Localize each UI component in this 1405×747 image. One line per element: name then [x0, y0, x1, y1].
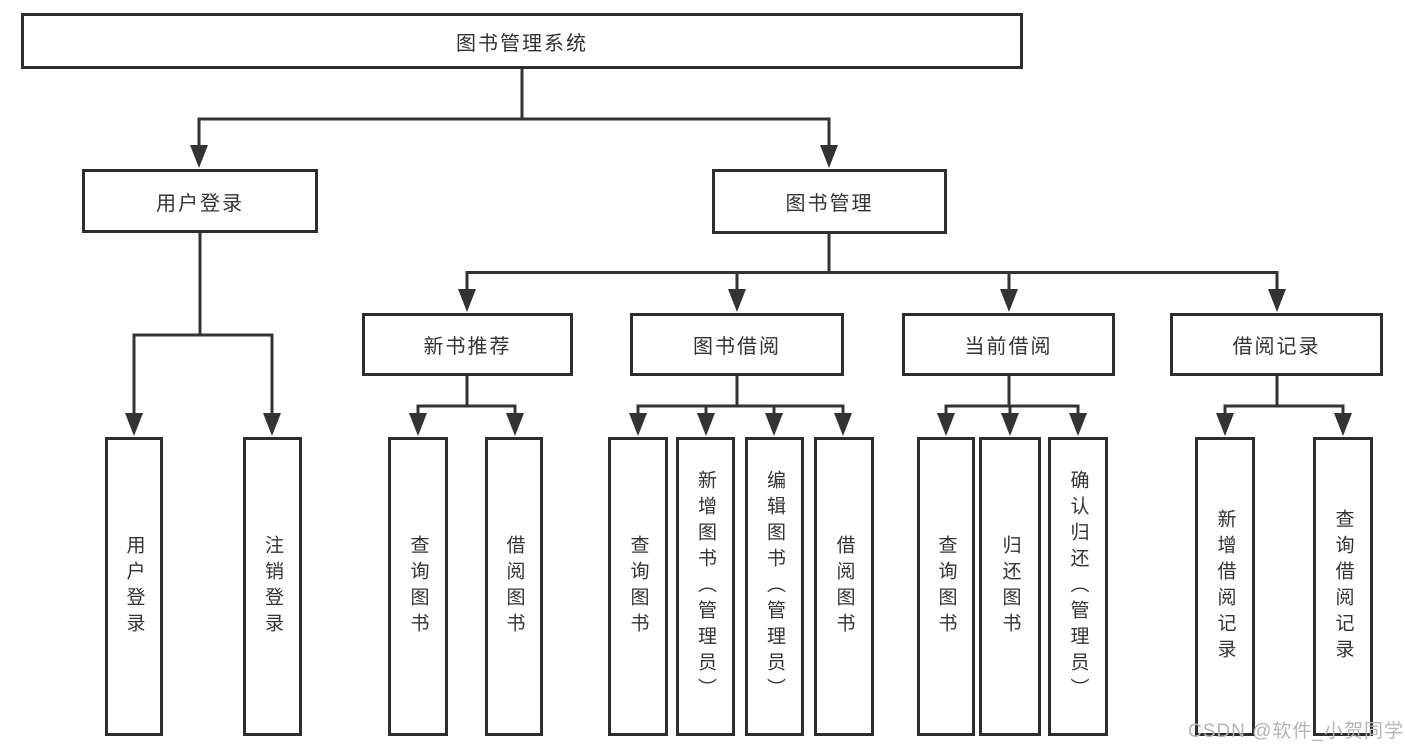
node-book-management-system: 图书管理系统	[21, 13, 1023, 69]
arrowhead	[820, 145, 838, 168]
arrowhead	[765, 413, 783, 436]
arrowhead	[1334, 413, 1352, 436]
arrowhead	[190, 145, 208, 168]
watermark: CSDN @软件_小贺同学	[1188, 721, 1404, 742]
arrowhead	[1216, 413, 1234, 436]
leaf-logout-login: 注销登录	[243, 437, 302, 736]
arrowhead	[1268, 289, 1286, 312]
leaf-borrow-books: 借阅图书	[814, 437, 874, 736]
arrowhead	[728, 289, 746, 312]
arrowhead	[697, 413, 715, 436]
leaf-query-books-current: 查询图书	[917, 437, 975, 736]
leaf-user-login: 用户登录	[105, 437, 163, 736]
arrowhead	[834, 413, 852, 436]
arrowhead	[506, 413, 524, 436]
node-new-book-recommend: 新书推荐	[362, 313, 573, 376]
arrowhead	[263, 413, 281, 436]
leaf-query-books-recommend: 查询图书	[388, 437, 448, 736]
node-book-management: 图书管理	[712, 169, 947, 234]
node-book-borrowing: 图书借阅	[630, 313, 844, 376]
arrowhead	[1069, 413, 1087, 436]
arrowhead	[1001, 413, 1019, 436]
arrowhead	[1000, 289, 1018, 312]
arrowhead	[409, 413, 427, 436]
leaf-confirm-return-admin: 确认归还（管理员）	[1048, 437, 1108, 736]
node-current-borrowing: 当前借阅	[902, 313, 1115, 376]
arrowhead	[458, 289, 476, 312]
leaf-query-books-borrowing: 查询图书	[608, 437, 668, 736]
node-user-login: 用户登录	[82, 169, 318, 233]
arrowhead	[125, 413, 143, 436]
leaf-return-books: 归还图书	[979, 437, 1041, 736]
leaf-add-books-admin: 新增图书（管理员）	[676, 437, 735, 736]
node-borrowing-records: 借阅记录	[1170, 313, 1383, 376]
arrowhead	[629, 413, 647, 436]
arrowhead	[937, 413, 955, 436]
leaf-edit-books-admin: 编辑图书（管理员）	[745, 437, 804, 736]
leaf-query-borrow-record: 查询借阅记录	[1313, 437, 1373, 736]
leaf-add-borrow-record: 新增借阅记录	[1195, 437, 1255, 736]
leaf-borrow-books-recommend: 借阅图书	[485, 437, 543, 736]
